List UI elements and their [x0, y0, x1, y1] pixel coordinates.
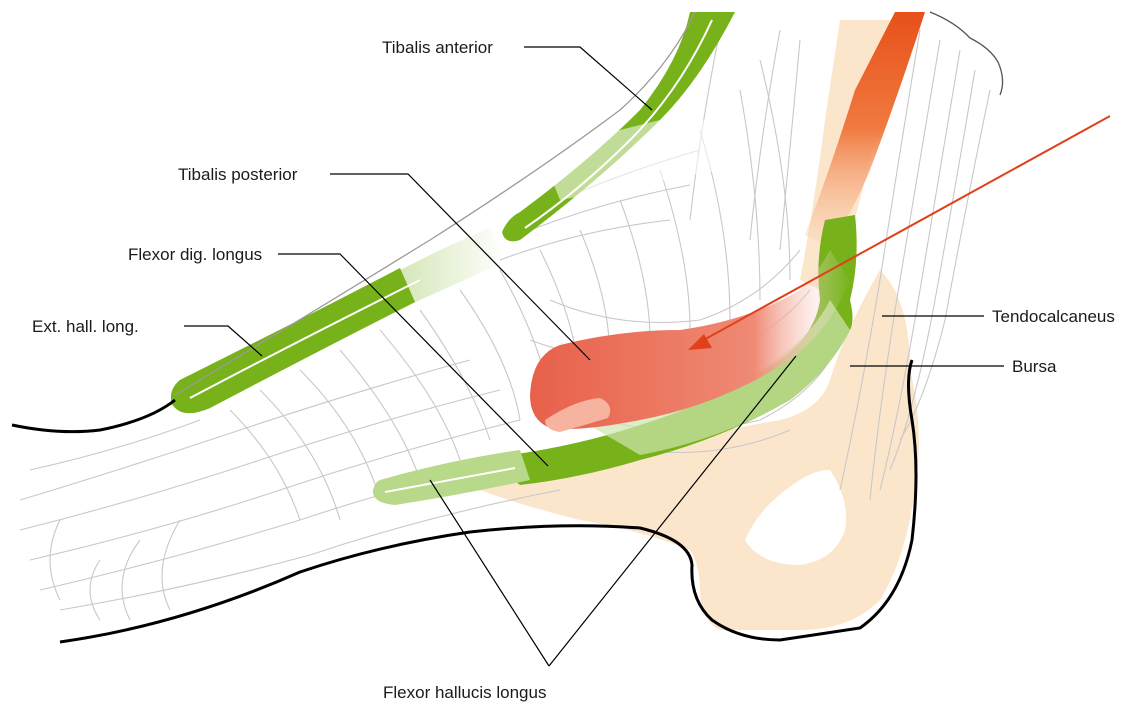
- label-tendocalcaneus: Tendocalcaneus: [992, 307, 1115, 326]
- label-tibialis-anterior: Tibalis anterior: [382, 38, 493, 57]
- label-bursa: Bursa: [1012, 357, 1057, 376]
- label-flexor-dig-longus: Flexor dig. longus: [128, 245, 262, 264]
- label-ext-hall-long: Ext. hall. long.: [32, 317, 139, 336]
- label-flexor-hallucis-longus: Flexor hallucis longus: [383, 683, 546, 702]
- label-tibialis-posterior: Tibalis posterior: [178, 165, 298, 184]
